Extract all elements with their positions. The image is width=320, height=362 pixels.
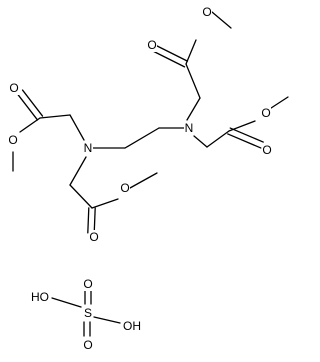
carbonyl-oxygen-lower-right-label: O bbox=[262, 143, 271, 157]
atom-label-layer: N N O O O O O O O O S O O HO OH bbox=[8, 5, 272, 352]
bond-c-o-double-upper bbox=[152, 43, 189, 62]
bond-c-o-double-lower bbox=[227, 133, 262, 149]
bond-c-o-double-lower-left bbox=[93, 207, 96, 234]
sulfate-oxygen-top-label: O bbox=[83, 277, 92, 291]
bond-c-o-ester-lower-left bbox=[91, 198, 119, 209]
bond-c-o-double-upper-left bbox=[16, 93, 39, 121]
bond-n1-ch2-upper bbox=[69, 114, 85, 141]
nitrogen-right-label-background bbox=[184, 121, 194, 135]
ester-oxygen-upper-label-background bbox=[202, 5, 212, 19]
bond-n1-ch2-lower bbox=[69, 156, 87, 186]
bond-c-o-double-upper-left bbox=[21, 89, 44, 117]
ester-oxygen-lower-left-label-background bbox=[120, 181, 130, 195]
sulfate-oxygen-bottom-label: O bbox=[83, 338, 92, 352]
nitrogen-left-label-background bbox=[83, 141, 93, 155]
bond-o-ch3-lower-left bbox=[129, 172, 158, 189]
bond-ch2-carbonyl-lower-left bbox=[69, 184, 93, 209]
ester-oxygen-upper-label: O bbox=[202, 5, 211, 19]
bond-s-oh-left bbox=[51, 297, 82, 308]
sulfate-oxygen-top-label-background bbox=[83, 277, 93, 291]
ester-oxygen-left-label-background bbox=[8, 133, 18, 147]
carbonyl-oxygen-upper-label-background bbox=[147, 38, 157, 52]
carbonyl-oxygen-lower-left-label-background bbox=[89, 230, 99, 244]
bond-ch2-carbonyl-upper bbox=[185, 63, 201, 99]
bond-ch2-carbonyl-upper-left bbox=[39, 114, 71, 119]
carbonyl-oxygen-lower-left-label: O bbox=[89, 230, 98, 244]
bond-n2-ch2-lower bbox=[193, 135, 208, 148]
carbonyl-oxygen-lower-right-label-background bbox=[262, 143, 272, 157]
nitrogen-left-label: N bbox=[84, 141, 93, 155]
hydroxyl-right-label: OH bbox=[123, 319, 141, 333]
bond-layer bbox=[12, 11, 289, 337]
bond-o-ch3-lower bbox=[267, 96, 289, 111]
nitrogen-right-label: N bbox=[185, 121, 194, 135]
bond-c-o-ester-upper bbox=[185, 39, 197, 65]
bond-c-o-double-lower bbox=[229, 127, 264, 143]
hydroxyl-right-label-background bbox=[121, 319, 143, 333]
sulfur-label-background bbox=[83, 306, 93, 320]
bond-s-oh-right bbox=[93, 316, 121, 324]
carbonyl-oxygen-upper-label: O bbox=[147, 38, 156, 52]
bond-c-o-ester-upper-left bbox=[19, 117, 41, 133]
bond-ethylene-cc bbox=[124, 127, 160, 149]
hydroxyl-left-label-background bbox=[29, 290, 51, 304]
carbonyl-oxygen-left-label: O bbox=[9, 81, 18, 95]
bond-o-ch3-upper bbox=[211, 11, 232, 29]
bond-c-o-double-upper bbox=[149, 49, 186, 68]
bond-c-o-double-lower-left bbox=[87, 207, 90, 234]
ester-oxygen-lower-right-label: O bbox=[261, 106, 270, 120]
hydroxyl-left-label: HO bbox=[31, 290, 49, 304]
sulfur-label: S bbox=[84, 306, 92, 320]
bond-n2-ch2-upper bbox=[186, 97, 201, 121]
ester-oxygen-lower-left-label: O bbox=[120, 181, 129, 195]
sulfate-oxygen-bottom-label-background bbox=[83, 338, 93, 352]
ester-oxygen-left-label: O bbox=[8, 133, 17, 147]
bond-ch2-carbonyl-lower bbox=[206, 130, 230, 148]
ester-oxygen-lower-right-label-background bbox=[261, 106, 271, 120]
chemical-structure: N N O O O O O O O O S O O HO OH bbox=[8, 5, 289, 352]
carbonyl-oxygen-left-label-background bbox=[9, 81, 19, 95]
